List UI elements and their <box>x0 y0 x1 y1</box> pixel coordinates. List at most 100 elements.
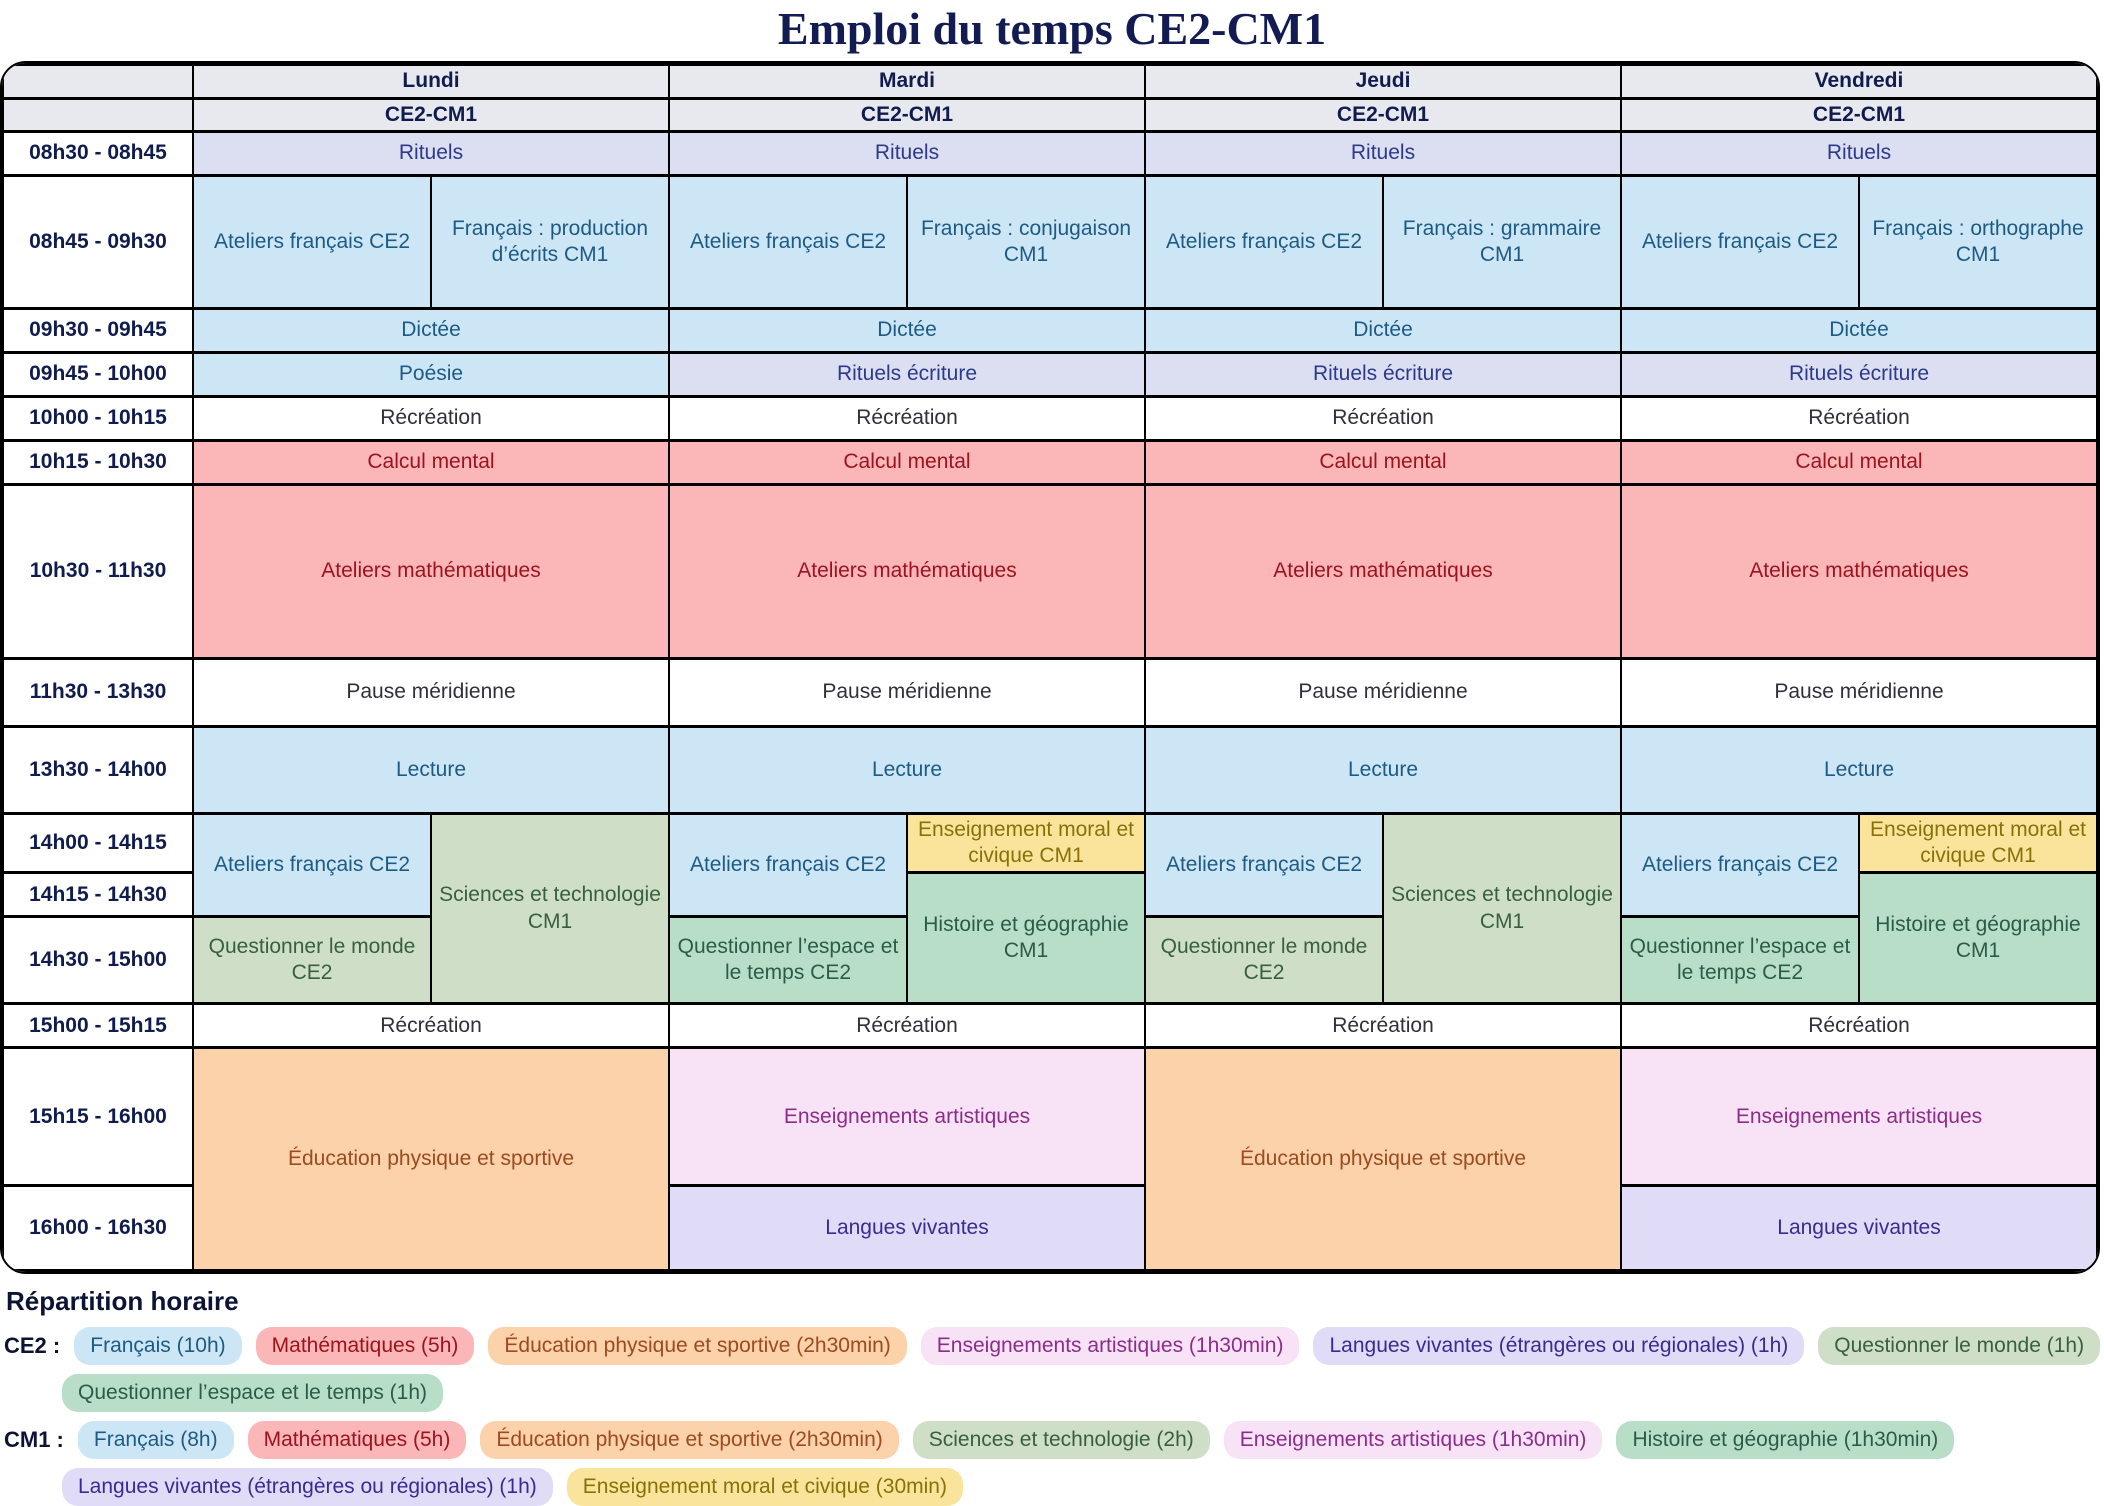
legend-pill-ce2-eps: Éducation physique et sportive (2h30min) <box>488 1327 907 1366</box>
cell-lundi-ateliers-francais: Ateliers français CE2 <box>192 173 432 310</box>
row-class-labels: CE2-CM1 CE2-CM1 CE2-CM1 CE2-CM1 <box>2 96 2098 133</box>
cell-lundi-lecture: Lecture <box>192 724 670 815</box>
cell-mardi-emc: Enseignement moral et civique CM1 <box>906 811 1146 875</box>
cell-vendredi-dictee: Dictée <box>1620 306 2098 354</box>
cell-vendredi-ateliers-math: Ateliers mathématiques <box>1620 482 2098 660</box>
cell-mardi-arts: Enseignements artistiques <box>668 1046 1146 1188</box>
cell-vendredi-rituels-ecriture: Rituels écriture <box>1620 350 2098 398</box>
cell-mardi-dictee: Dictée <box>668 306 1146 354</box>
cell-mardi-recreation-am: Récréation <box>668 394 1146 442</box>
legend-pill-ce2-arts: Enseignements artistiques (1h30min) <box>920 1327 1300 1366</box>
cell-mardi-recreation-pm: Récréation <box>668 1002 1146 1050</box>
time-0845: 08h45 - 09h30 <box>2 173 194 310</box>
row-1330: 13h30 - 14h00 Lecture Lecture Lecture Le… <box>2 724 2098 815</box>
cell-mardi-rituels: Rituels <box>668 129 1146 177</box>
cell-lundi-poesie: Poésie <box>192 350 670 398</box>
cell-lundi-quest-monde: Questionner le monde CE2 <box>192 915 432 1006</box>
cell-lundi-pause: Pause méridienne <box>192 656 670 728</box>
cell-mardi-calcul-mental: Calcul mental <box>668 438 1146 486</box>
cell-vendredi-fr-orthographe: Français : orthographe CM1 <box>1858 173 2098 310</box>
legend-ce2-line1: CE2 : Français (10h) Mathématiques (5h) … <box>4 1327 2101 1366</box>
legend-cm1-line1: CM1 : Français (8h) Mathématiques (5h) É… <box>4 1421 2100 1460</box>
cell-jeudi-ateliers-francais: Ateliers français CE2 <box>1144 173 1384 310</box>
cell-vendredi-recreation-am: Récréation <box>1620 394 2098 442</box>
cell-jeudi-rituels-ecriture: Rituels écriture <box>1144 350 1622 398</box>
cell-lundi-recreation-pm: Récréation <box>192 1002 670 1050</box>
cell-lundi-eps: Éducation physique et sportive <box>192 1046 670 1273</box>
legend-pill-cm1-eps: Éducation physique et sportive (2h30min) <box>480 1421 899 1460</box>
legend-pill-ce2-mathematiques: Mathématiques (5h) <box>255 1327 475 1366</box>
cell-mardi-rituels-ecriture: Rituels écriture <box>668 350 1146 398</box>
cell-vendredi-recreation-pm: Récréation <box>1620 1002 2098 1050</box>
time-1415: 14h15 - 14h30 <box>2 871 194 919</box>
legend-pill-ce2-quest-monde: Questionner le monde (1h) <box>1818 1327 2101 1366</box>
row-1500: 15h00 - 15h15 Récréation Récréation Récr… <box>2 1002 2098 1050</box>
cell-vendredi-pause: Pause méridienne <box>1620 656 2098 728</box>
row-1130: 11h30 - 13h30 Pause méridienne Pause mér… <box>2 656 2098 728</box>
cell-jeudi-calcul-mental: Calcul mental <box>1144 438 1622 486</box>
row-0830: 08h30 - 08h45 Rituels Rituels Rituels Ri… <box>2 129 2098 177</box>
time-1015: 10h15 - 10h30 <box>2 438 194 486</box>
time-1515: 15h15 - 16h00 <box>2 1046 194 1188</box>
time-0945: 09h45 - 10h00 <box>2 350 194 398</box>
page-title: Emploi du temps CE2-CM1 <box>777 3 1327 54</box>
cell-jeudi-recreation-am: Récréation <box>1144 394 1622 442</box>
row-1030: 10h30 - 11h30 Ateliers mathématiques Ate… <box>2 482 2098 660</box>
cell-lundi-rituels: Rituels <box>192 129 670 177</box>
cell-jeudi-quest-monde: Questionner le monde CE2 <box>1144 915 1384 1006</box>
row-1015: 10h15 - 10h30 Calcul mental Calcul menta… <box>2 438 2098 486</box>
cell-lundi-recreation-am: Récréation <box>192 394 670 442</box>
row-0945: 09h45 - 10h00 Poésie Rituels écriture Ri… <box>2 350 2098 398</box>
row-0845: 08h45 - 09h30 Ateliers français CE2 Fran… <box>2 173 2098 310</box>
legend: Répartition horaire CE2 : Français (10h)… <box>0 1274 2104 1506</box>
cell-vendredi-arts: Enseignements artistiques <box>1620 1046 2098 1188</box>
cell-vendredi-calcul-mental: Calcul mental <box>1620 438 2098 486</box>
cell-jeudi-dictee: Dictée <box>1144 306 1622 354</box>
legend-pill-cm1-mathematiques: Mathématiques (5h) <box>247 1421 467 1460</box>
cell-jeudi-ateliers-math: Ateliers mathématiques <box>1144 482 1622 660</box>
legend-heading: Répartition horaire <box>6 1286 239 1317</box>
cell-jeudi-sciences: Sciences et technologie CM1 <box>1382 811 1622 1006</box>
cell-jeudi-rituels: Rituels <box>1144 129 1622 177</box>
time-1000: 10h00 - 10h15 <box>2 394 194 442</box>
class-label-lundi: CE2-CM1 <box>192 96 670 133</box>
row-1430: 14h30 - 15h00 Questionner le monde CE2 Q… <box>2 915 2097 1006</box>
cell-vendredi-ateliers-francais-pm: Ateliers français CE2 <box>1620 811 1860 919</box>
legend-cm1-line2: Langues vivantes (étrangères ou régional… <box>4 1468 2100 1506</box>
time-1130: 11h30 - 13h30 <box>2 656 194 728</box>
legend-pill-cm1-francais: Français (8h) <box>77 1421 234 1460</box>
cell-lundi-ateliers-francais-pm: Ateliers français CE2 <box>192 811 432 919</box>
legend-pill-cm1-emc: Enseignement moral et civique (30min) <box>566 1468 963 1506</box>
cell-mardi-lecture: Lecture <box>668 724 1146 815</box>
class-label-mardi: CE2-CM1 <box>668 96 1146 133</box>
row-1515: 15h15 - 16h00 Éducation physique et spor… <box>2 1046 2098 1273</box>
class-label-jeudi: CE2-CM1 <box>1144 96 1622 133</box>
legend-pill-ce2-quest-espace: Questionner l’espace et le temps (1h) <box>62 1374 444 1413</box>
cell-jeudi-pause: Pause méridienne <box>1144 656 1622 728</box>
cell-lundi-calcul-mental: Calcul mental <box>192 438 670 486</box>
class-label-vendredi: CE2-CM1 <box>1620 96 2098 133</box>
corner-cell <box>2 62 194 100</box>
cell-vendredi-langues: Langues vivantes <box>1620 1184 2098 1273</box>
time-1330: 13h30 - 14h00 <box>2 724 194 815</box>
row-1415: 14h15 - 14h30 Histoire et géographie CM1… <box>2 871 2098 1006</box>
cell-mardi-histoire-geo: Histoire et géographie CM1 <box>906 871 1146 1006</box>
cell-mardi-ateliers-francais: Ateliers français CE2 <box>668 173 908 310</box>
day-header-jeudi: Jeudi <box>1144 62 1622 100</box>
row-1600: 16h00 - 16h30 Langues vivantes Langues v… <box>2 1184 2098 1273</box>
corner-cell-2 <box>2 96 194 133</box>
cell-vendredi-quest-espace: Questionner l’espace et le temps CE2 <box>1620 915 1860 1006</box>
legend-ce2-label: CE2 : <box>4 1333 61 1359</box>
legend-cm1-label: CM1 : <box>4 1427 64 1453</box>
cell-jeudi-lecture: Lecture <box>1144 724 1622 815</box>
time-1430: 14h30 - 15h00 <box>2 915 194 1006</box>
cell-lundi-ateliers-math: Ateliers mathématiques <box>192 482 670 660</box>
time-0930: 09h30 - 09h45 <box>2 306 194 354</box>
cell-vendredi-ateliers-francais: Ateliers français CE2 <box>1620 173 1860 310</box>
cell-lundi-sciences: Sciences et technologie CM1 <box>430 811 670 1006</box>
row-1000: 10h00 - 10h15 Récréation Récréation Récr… <box>2 394 2098 442</box>
cell-mardi-fr-conjugaison: Français : conjugaison CM1 <box>906 173 1146 310</box>
time-1600: 16h00 - 16h30 <box>2 1184 194 1273</box>
timetable: Lundi Mardi Jeudi Vendredi CE2-CM1 CE2-C… <box>0 60 2100 1275</box>
row-day-headers: Lundi Mardi Jeudi Vendredi <box>2 62 2098 100</box>
